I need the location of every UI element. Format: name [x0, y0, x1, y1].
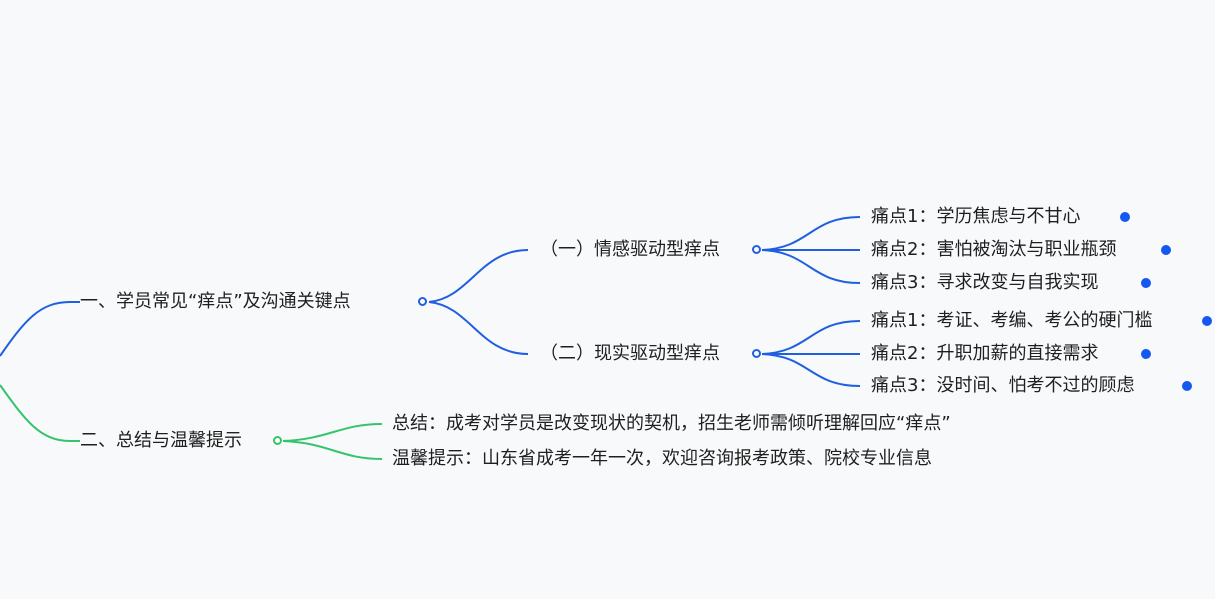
sub2-leaf1[interactable]: 痛点1：考证、考编、考公的硬门槛: [871, 310, 1153, 331]
sub1-leaf3[interactable]: 痛点3：寻求改变与自我实现: [871, 272, 1099, 293]
sub2-collapse-toggle[interactable]: [752, 349, 761, 358]
sub2-label[interactable]: （二）现实驱动型痒点: [540, 343, 720, 364]
branch1-collapse-toggle[interactable]: [418, 297, 427, 306]
sub1-leaf1-dot: [1120, 212, 1130, 222]
sub1-leaf3-dot: [1141, 278, 1151, 288]
sub1-label[interactable]: （一）情感驱动型痒点: [540, 239, 720, 260]
sub2-leaf3-dot: [1182, 381, 1192, 391]
connector-sub1-leaf1: [761, 216, 861, 251]
sub1-leaf2-dot: [1161, 245, 1171, 255]
connector-branch2-leaf2: [282, 440, 383, 460]
sub2-leaf2-dot: [1141, 349, 1151, 359]
connector-sub1-leaf3: [761, 249, 861, 284]
branch2-label[interactable]: 二、总结与温馨提示: [80, 430, 242, 451]
connector-root-branch1: [0, 301, 71, 357]
branch1-label[interactable]: 一、学员常见“痒点”及沟通关键点: [80, 291, 351, 312]
sub2-leaf3[interactable]: 痛点3：没时间、怕考不过的顾虑: [871, 375, 1135, 396]
sub1-leaf2[interactable]: 痛点2：害怕被淘汰与职业瓶颈: [871, 239, 1117, 260]
connector-branch1-sub2: [428, 301, 529, 355]
sub2-leaf1-dot: [1202, 316, 1212, 326]
branch2-leaf1[interactable]: 总结：成考对学员是改变现状的契机，招生老师需倾听理解回应“痒点”: [392, 413, 951, 434]
sub1-leaf1[interactable]: 痛点1：学历焦虑与不甘心: [871, 206, 1081, 227]
connector-sub2-leaf1: [761, 320, 861, 355]
connector-root-branch2: [0, 384, 71, 442]
connector-branch1-sub1: [428, 249, 529, 303]
connector-sub2-leaf3: [761, 353, 861, 387]
sub2-leaf2[interactable]: 痛点2：升职加薪的直接需求: [871, 343, 1099, 364]
sub1-collapse-toggle[interactable]: [752, 245, 761, 254]
connector-branch2-leaf1: [282, 423, 383, 442]
branch2-leaf2[interactable]: 温馨提示：山东省成考一年一次，欢迎咨询报考政策、院校专业信息: [392, 448, 932, 469]
branch2-collapse-toggle[interactable]: [273, 436, 282, 445]
